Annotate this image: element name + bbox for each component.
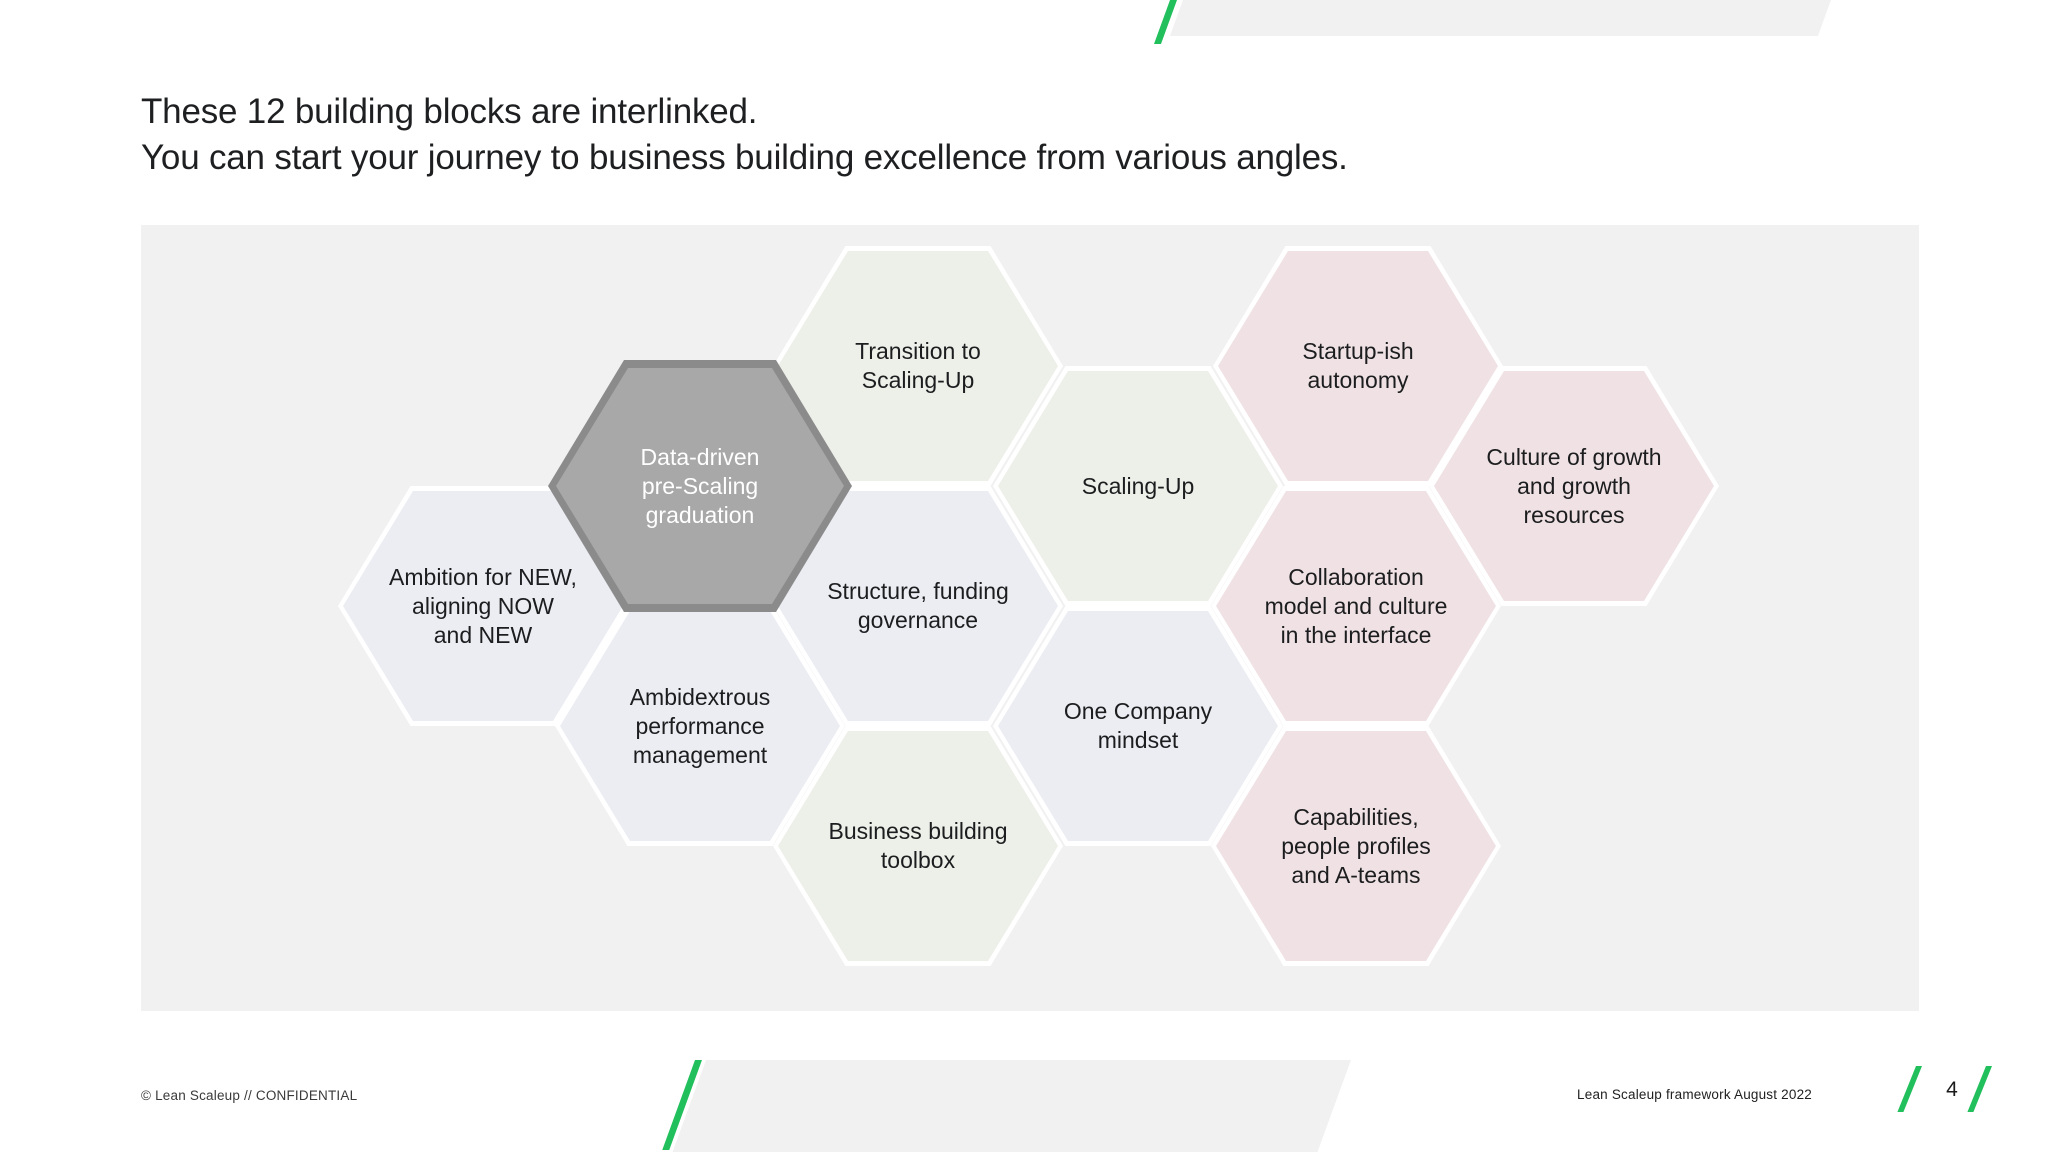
hexagon-label: Ambidextrous performance management — [560, 611, 840, 841]
hexagon-ambidextrous-performance: Ambidextrous performance management — [555, 606, 845, 846]
hexagon-label: Business building toolbox — [778, 731, 1058, 961]
top-banner-shape — [1169, 0, 1831, 36]
green-slash-icon — [1897, 1066, 1922, 1112]
hexagon-capabilities-people-profiles: Capabilities, people profiles and A-team… — [1211, 726, 1501, 966]
bottom-banner-shape — [672, 1060, 1351, 1152]
page-number: 4 — [1946, 1078, 1958, 1101]
hexagon-label: Data-driven pre-Scaling graduation — [556, 368, 844, 604]
hexagon-one-company-mindset: One Company mindset — [993, 606, 1283, 846]
footer-copyright: © Lean Scaleup // CONFIDENTIAL — [141, 1088, 358, 1103]
hexagon-data-driven-pre-scaling-graduation: Data-driven pre-Scaling graduation — [548, 360, 852, 612]
slide-title-line2: You can start your journey to business b… — [141, 138, 1348, 177]
hexagon-culture-of-growth: Culture of growth and growth resources — [1429, 366, 1719, 606]
slide-title-line1: These 12 building blocks are interlinked… — [141, 92, 758, 131]
green-slash-icon — [1153, 0, 1177, 44]
slide-title: These 12 building blocks are interlinked… — [141, 89, 1348, 181]
hexagon-collaboration-model: Collaboration model and culture in the i… — [1211, 486, 1501, 726]
footer-framework-note: Lean Scaleup framework August 2022 — [1577, 1087, 1812, 1102]
hexagon-scaling-up: Scaling-Up — [993, 366, 1283, 606]
hexagon-startup-ish-autonomy: Startup-ish autonomy — [1213, 246, 1503, 486]
